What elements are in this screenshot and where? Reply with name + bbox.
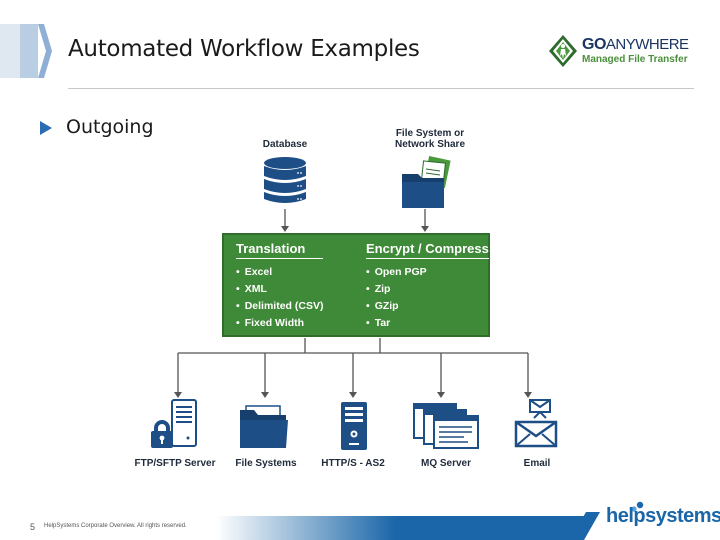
logo-go-text: GO: [582, 36, 606, 53]
destination-label-filesystems: File Systems: [235, 458, 297, 469]
bullet-arrow-icon: [40, 121, 52, 135]
server-tower-icon: [341, 402, 367, 450]
encrypt-item: GZip: [366, 298, 489, 315]
destination-label-ftp: FTP/SFTP Server: [134, 458, 216, 469]
destination-label-http: HTTP/S - AS2: [321, 458, 385, 469]
translation-item: Fixed Width: [236, 315, 323, 332]
folder-with-documents-icon: [402, 156, 451, 208]
page-number: 5: [30, 522, 36, 532]
database-icon: [264, 157, 306, 203]
translation-item: Excel: [236, 264, 323, 281]
goanywhere-emblem-icon: [549, 35, 577, 67]
processing-box: Translation Excel XML Delimited (CSV) Fi…: [222, 233, 490, 337]
ftp-server-icon: [151, 399, 197, 448]
helpsystems-logo-background: [584, 498, 720, 540]
folder-icon: [240, 405, 288, 448]
translation-item: XML: [236, 281, 323, 298]
logo-tagline: Managed File Transfer: [582, 54, 688, 65]
translation-column: Translation Excel XML Delimited (CSV) Fi…: [236, 241, 324, 332]
source-label-filesystem-text: File System or Network Share: [394, 128, 466, 150]
translation-item: Delimited (CSV): [236, 298, 324, 315]
source-label-filesystem: File System or Network Share: [370, 128, 490, 150]
encrypt-item: Open PGP: [366, 264, 489, 281]
encrypt-item: Tar: [366, 315, 489, 332]
destination-label-mq: MQ Server: [420, 458, 472, 469]
message-queue-icon: [413, 403, 479, 449]
destination-label-email: Email: [523, 458, 551, 469]
encrypt-column: Encrypt / Compress Open PGP Zip GZip Tar: [366, 241, 489, 332]
helpsystems-swoosh-icon: [570, 501, 644, 540]
header-divider: [68, 88, 694, 89]
goanywhere-logo: GOANYWHERE Managed File Transfer: [548, 34, 698, 70]
section-subheading: Outgoing: [66, 116, 154, 138]
logo-anywhere-text: ANYWHERE: [605, 36, 689, 53]
title-accent-bar: [0, 24, 52, 78]
encrypt-item: Zip: [366, 281, 489, 298]
encrypt-heading: Encrypt / Compress: [366, 241, 489, 259]
translation-heading: Translation: [236, 241, 324, 259]
slide-title: Automated Workflow Examples: [68, 36, 420, 62]
footer-copyright: HelpSystems Corporate Overview. All righ…: [44, 523, 187, 529]
helpsystems-logo: helpsystems: [606, 505, 720, 527]
email-icon: [514, 399, 558, 448]
source-label-database: Database: [262, 139, 308, 150]
